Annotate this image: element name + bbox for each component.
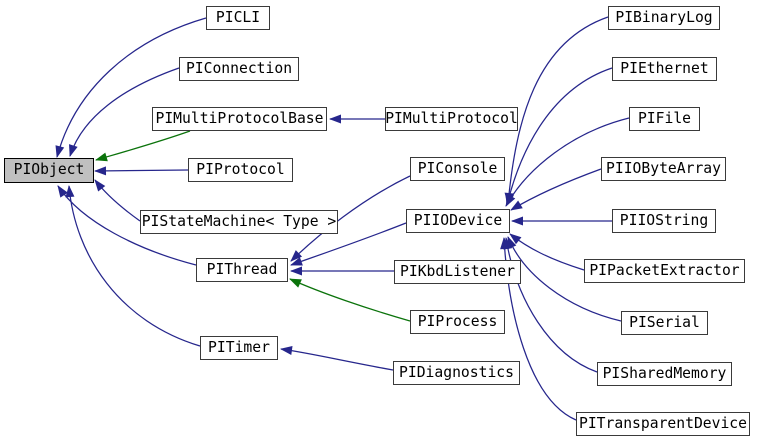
node-PIStateMachine[interactable]: PIStateMachine< Type > <box>140 210 338 234</box>
node-PIConnection[interactable]: PIConnection <box>179 57 299 81</box>
edge-PIBinaryLog-to-PIIODevice <box>504 16 609 205</box>
edge-PISerial-to-PIIODevice <box>507 236 622 322</box>
edge-PIFile-to-PIIODevice <box>505 117 630 207</box>
node-label: PIIOByteArray <box>606 159 721 177</box>
node-PIObject[interactable]: PIObject <box>4 158 94 183</box>
node-label: PITimer <box>208 338 270 356</box>
node-label: PIThread <box>206 260 278 278</box>
node-label: PISharedMemory <box>602 364 727 382</box>
node-label: PIBinaryLog <box>615 8 713 26</box>
edge-PIProcess-to-PIThread <box>289 278 411 322</box>
edge-PIStateMachine-to-PIObject <box>94 179 141 222</box>
node-label: PIObject <box>13 161 85 179</box>
node-label: PICLI <box>215 8 261 26</box>
node-PIKbdListener[interactable]: PIKbdListener <box>394 260 521 284</box>
node-label: PIProcess <box>417 312 498 330</box>
edge-PIIOByteArray-to-PIIODevice <box>510 168 602 211</box>
node-label: PIStateMachine< Type > <box>141 212 337 230</box>
edge-PIConsole-to-PIThread <box>290 175 411 262</box>
node-PIProcess[interactable]: PIProcess <box>410 310 505 334</box>
node-label: PIIODevice <box>413 211 503 229</box>
node-PIMultiProtocolBase[interactable]: PIMultiProtocolBase <box>152 107 327 131</box>
edge-PIDiagnostics-to-PITimer <box>280 346 394 371</box>
node-PIIOString[interactable]: PIIOString <box>612 209 716 233</box>
node-label: PIKbdListener <box>400 262 515 280</box>
node-label: PIIOString <box>619 211 709 229</box>
edge-PISharedMemory-to-PIIODevice <box>503 237 598 373</box>
node-PIThread[interactable]: PIThread <box>196 258 288 282</box>
edge-PIProtocol-to-PIObject <box>94 166 189 176</box>
node-PIFile[interactable]: PIFile <box>629 107 700 131</box>
node-PIConsole[interactable]: PIConsole <box>410 157 505 181</box>
node-PIIOByteArray[interactable]: PIIOByteArray <box>601 157 726 181</box>
node-label: PIDiagnostics <box>399 363 514 381</box>
node-label: PIEthernet <box>620 59 709 77</box>
node-PIIODevice[interactable]: PIIODevice <box>406 209 510 233</box>
node-label: PIProtocol <box>196 160 285 178</box>
node-PIMultiProtocol[interactable]: PIMultiProtocol <box>385 107 518 131</box>
node-PIBinaryLog[interactable]: PIBinaryLog <box>608 6 720 30</box>
node-PITransparentDevice[interactable]: PITransparentDevice <box>576 412 750 436</box>
edge-PIConnection-to-PIObject <box>69 67 180 157</box>
node-label: PIMultiProtocol <box>385 109 518 127</box>
edge-PIIODevice-to-PIThread <box>290 222 407 266</box>
edge-PIPacketExtractor-to-PIIODevice <box>509 233 585 271</box>
node-PIDiagnostics[interactable]: PIDiagnostics <box>393 361 520 385</box>
node-PIEthernet[interactable]: PIEthernet <box>612 57 717 81</box>
node-label: PIConsole <box>417 159 498 177</box>
node-label: PITransparentDevice <box>578 414 747 432</box>
node-label: PISerial <box>629 313 700 331</box>
node-PISharedMemory[interactable]: PISharedMemory <box>597 362 732 386</box>
edge-PIMultiProtocolBase-to-PIObject <box>95 130 191 162</box>
node-PISerial[interactable]: PISerial <box>621 311 708 335</box>
edge-PIThread-to-PIObject <box>57 185 197 266</box>
node-label: PIFile <box>637 109 692 127</box>
node-label: PIPacketExtractor <box>589 261 740 279</box>
edge-PIEthernet-to-PIIODevice <box>505 67 613 206</box>
edge-PICLI-to-PIObject <box>55 17 207 158</box>
node-PIPacketExtractor[interactable]: PIPacketExtractor <box>584 259 745 283</box>
node-PITimer[interactable]: PITimer <box>200 336 278 360</box>
node-label: PIMultiProtocolBase <box>155 109 324 127</box>
node-PIProtocol[interactable]: PIProtocol <box>188 158 293 182</box>
node-PICLI[interactable]: PICLI <box>206 6 270 30</box>
node-label: PIConnection <box>185 59 293 77</box>
edge-PITimer-to-PIObject <box>65 185 201 347</box>
